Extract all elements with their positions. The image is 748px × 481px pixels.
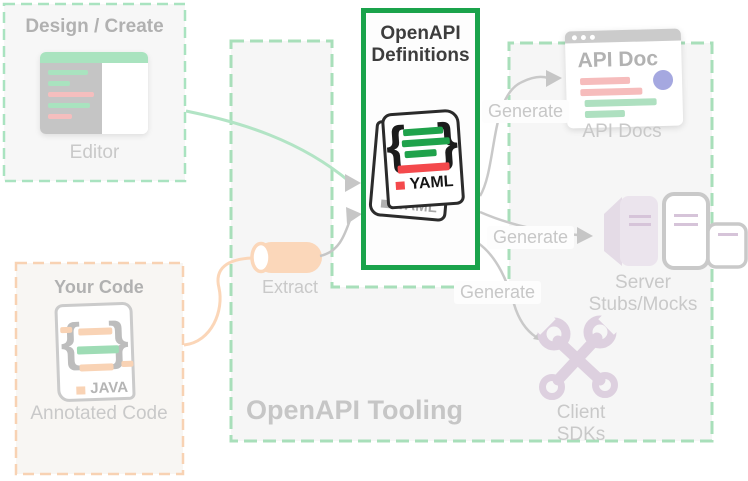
file-badge-bullet	[76, 386, 86, 395]
generate-api-docs-curve	[478, 75, 549, 197]
code-line	[48, 92, 94, 97]
code-line	[76, 345, 120, 355]
generate-label-client-sdks: Generate	[454, 281, 542, 304]
doc-line	[579, 76, 631, 86]
editor-caption: Editor	[69, 142, 120, 163]
window-dot	[589, 34, 595, 40]
doc-line	[580, 87, 643, 97]
editor-code-pane	[40, 63, 102, 134]
editor-preview-pane	[102, 63, 148, 134]
api-doc-browser-icon: API Doc	[564, 28, 684, 129]
openapi-tooling-title: OpenAPI Tooling	[246, 395, 463, 425]
design-create-title: Design / Create	[25, 16, 164, 37]
editor-to-definitions-curve	[185, 109, 351, 184]
annotated-code-file-icon: { } JAVA	[50, 301, 142, 407]
code-line	[404, 149, 437, 159]
api-doc-window-title: API Doc	[577, 47, 659, 73]
client-sdks-wrenches-icon	[530, 309, 624, 400]
openapi-definitions-box: OpenAPI Definitions YAML { } YAML	[361, 8, 480, 270]
code-line	[48, 103, 90, 108]
yaml-file-icon: YAML { } YAML	[367, 108, 466, 251]
window-dot	[580, 34, 586, 40]
server-stubs-caption: Server Stubs/Mocks	[588, 272, 698, 315]
yaml-badge: YAML	[409, 172, 455, 193]
code-line	[48, 114, 72, 119]
code-to-extract-curve	[183, 256, 253, 347]
annotation-mark	[60, 326, 73, 334]
extract-cylinder-icon	[250, 241, 322, 274]
window-dot	[571, 34, 577, 40]
server-stubs-icon	[604, 192, 748, 270]
annotation-line	[78, 327, 113, 336]
brace-close: }	[107, 311, 130, 371]
file-badge-bullet	[395, 181, 406, 190]
extract-label: Extract	[261, 277, 318, 297]
openapi-definitions-title: OpenAPI Definitions	[371, 23, 470, 67]
arrowhead-api-docs	[546, 70, 562, 87]
generate-label-api-docs: Generate	[482, 100, 570, 123]
code-line	[48, 70, 88, 75]
editor-icon	[40, 52, 148, 134]
arrowhead-into-definitions-bottom	[346, 207, 362, 224]
annotation-line	[79, 363, 114, 372]
api-docs-caption: API Docs	[582, 121, 662, 142]
editor-titlebar	[40, 52, 148, 63]
doc-line	[584, 109, 626, 119]
arrowhead-into-definitions-top	[345, 174, 361, 192]
doc-line	[584, 98, 657, 108]
arrowhead-server-stubs	[577, 227, 593, 244]
brace-open: {	[59, 313, 82, 373]
client-sdks-caption: Client SDKs	[556, 402, 606, 445]
your-code-title: Your Code	[54, 277, 144, 297]
annotated-code-caption: Annotated Code	[30, 403, 168, 424]
annotation-mark	[121, 360, 134, 368]
code-line	[48, 81, 70, 86]
browser-titlebar	[564, 28, 682, 44]
java-badge: JAVA	[89, 378, 129, 398]
generate-label-server-stubs: Generate	[487, 226, 575, 249]
doc-avatar-circle	[652, 69, 674, 91]
